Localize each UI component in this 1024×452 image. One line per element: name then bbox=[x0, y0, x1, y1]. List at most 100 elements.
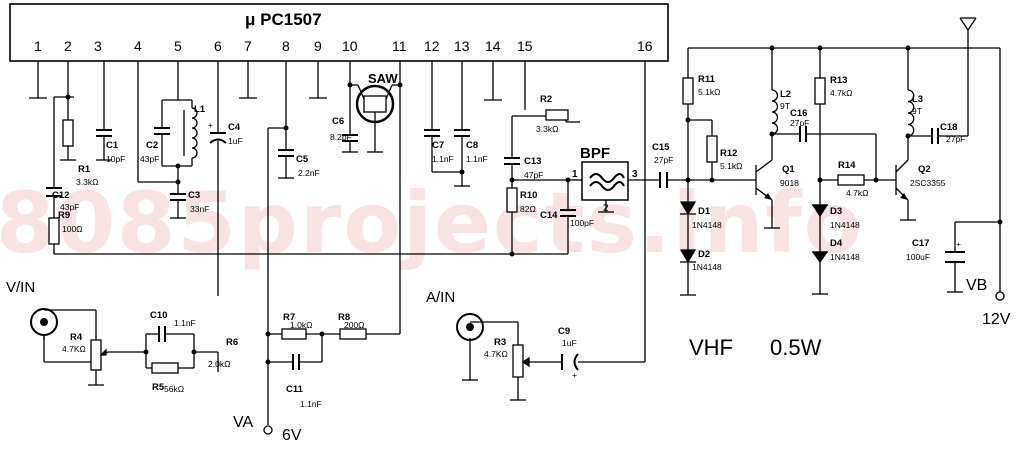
c4-ref-label: C4 bbox=[228, 122, 241, 133]
resistor-r2 bbox=[545, 109, 569, 121]
resistor-r10 bbox=[506, 187, 518, 213]
r3-ref-label: R3 bbox=[494, 337, 506, 348]
diodes bbox=[679, 201, 829, 264]
ic-pin-12: 12 bbox=[424, 38, 440, 54]
r10-value-label: 82Ω bbox=[520, 204, 536, 214]
r3-value-label: 4.7KΩ bbox=[484, 349, 508, 359]
resistor-r5 bbox=[151, 362, 179, 374]
vb-terminal bbox=[995, 291, 1005, 301]
ic-pin-15: 15 bbox=[517, 38, 533, 54]
r9-value-label: 100Ω bbox=[62, 224, 83, 234]
c16-value-label: 27pF bbox=[790, 118, 809, 128]
r5-ref-label: R5 bbox=[152, 382, 165, 393]
c14-value-label: 100pF bbox=[570, 218, 594, 228]
diode-d2 bbox=[679, 249, 697, 264]
c7-ref-label: C7 bbox=[432, 140, 444, 151]
component-labels: R13.3kΩC110pFC243pFL1C333nFC41uF+C52.2nF… bbox=[52, 74, 965, 409]
c11-ref-label: C11 bbox=[286, 384, 304, 395]
c5-value-label: 2.2nF bbox=[298, 168, 320, 178]
c17-polarity-mark: + bbox=[956, 239, 961, 249]
junctions bbox=[65, 45, 1003, 365]
r14-value-label: 4.7kΩ bbox=[846, 188, 868, 198]
ain-connector bbox=[456, 313, 484, 341]
c10-ref-label: C10 bbox=[150, 310, 167, 321]
resistor-r12 bbox=[706, 135, 718, 163]
c12-value-label: 43pF bbox=[60, 202, 79, 212]
r9-ref-label: R9 bbox=[58, 210, 70, 221]
capacitor-plates bbox=[46, 126, 965, 371]
resistor-r3 bbox=[512, 344, 524, 378]
r14-ref-label: R14 bbox=[838, 160, 856, 171]
l2-value-label: 9T bbox=[780, 101, 790, 111]
c8-ref-label: C8 bbox=[466, 140, 478, 151]
c2-value-label: 43pF bbox=[140, 154, 159, 164]
inductor-coils bbox=[183, 89, 915, 159]
ic-pin-4: 4 bbox=[134, 38, 142, 54]
c6-ref-label: C6 bbox=[332, 116, 344, 127]
ic-title: μ PC1507 bbox=[245, 10, 322, 29]
r1-value-label: 3.3kΩ bbox=[76, 177, 98, 187]
va-voltage: 6V bbox=[282, 427, 302, 444]
l3-ref-label: L3 bbox=[912, 94, 923, 105]
r8-ref-label: R8 bbox=[338, 312, 350, 323]
c12-ref-label: C12 bbox=[52, 190, 69, 201]
r13-ref-label: R13 bbox=[830, 75, 847, 86]
d1-ref-label: D1 bbox=[698, 206, 711, 217]
c15-value-label: 27pF bbox=[654, 155, 673, 165]
vb-voltage: 12V bbox=[982, 311, 1011, 328]
c16-ref-label: C16 bbox=[790, 108, 807, 119]
c9-value-label: 1uF bbox=[562, 338, 577, 348]
wiring-ain bbox=[462, 321, 562, 401]
c1-ref-label: C1 bbox=[106, 140, 119, 151]
c13-value-label: 47pF bbox=[524, 170, 543, 180]
ic-pin-11: 11 bbox=[392, 38, 407, 54]
resistor-r4 bbox=[90, 339, 102, 371]
d3-ref-label: D3 bbox=[830, 206, 842, 217]
r6-value-label: 2.0kΩ bbox=[208, 359, 230, 369]
d4-value-label: 1N4148 bbox=[830, 252, 860, 262]
r12-value-label: 5.1kΩ bbox=[720, 161, 742, 171]
r7-value-label: 1.0kΩ bbox=[290, 320, 312, 330]
resistor-r8 bbox=[339, 328, 367, 340]
vin-connector bbox=[30, 308, 58, 336]
l1-ref-label: L1 bbox=[194, 104, 206, 115]
resistor-r9 bbox=[48, 217, 60, 245]
c3-value-label: 33nF bbox=[190, 204, 209, 214]
c4-value-label: 1uF bbox=[228, 136, 243, 146]
resistor-r11 bbox=[682, 77, 694, 105]
q2-value-label: 2SC3355 bbox=[910, 178, 946, 188]
c11-value-label: 1.1nF bbox=[300, 399, 322, 409]
c18-ref-label: C18 bbox=[940, 122, 957, 133]
r5-value-label: 56kΩ bbox=[164, 384, 184, 394]
diode-d1 bbox=[679, 201, 697, 216]
c17-ref-label: C17 bbox=[912, 238, 929, 249]
c10-value-label: 1.1nF bbox=[174, 318, 196, 328]
ic-pin-6: 6 bbox=[214, 38, 222, 54]
ic-pin-2: 2 bbox=[64, 38, 72, 54]
d3-value-label: 1N4148 bbox=[830, 220, 860, 230]
c8-value-label: 1.1nF bbox=[466, 154, 488, 164]
inductor-l1 bbox=[191, 107, 198, 159]
c4-polarity-mark: + bbox=[208, 120, 213, 130]
c6-value-label: 8.2pF bbox=[330, 132, 352, 142]
ic-pin-13: 13 bbox=[454, 38, 470, 54]
bpf-label: BPF bbox=[580, 145, 610, 162]
c3-ref-label: C3 bbox=[188, 190, 200, 201]
r12-ref-label: R12 bbox=[720, 148, 737, 159]
vb-label: VB bbox=[966, 277, 987, 294]
c7-value-label: 1.1nF bbox=[432, 154, 454, 164]
ic-pin-10: 10 bbox=[342, 38, 358, 54]
q1-value-label: 9018 bbox=[780, 178, 799, 188]
c14-ref-label: C14 bbox=[540, 210, 558, 221]
ic-pin-1: 1 bbox=[34, 38, 42, 54]
r1-ref-label: R1 bbox=[78, 164, 91, 175]
wiring-va bbox=[268, 333, 340, 363]
band-label: VHF bbox=[689, 335, 733, 360]
ic-pin-9: 9 bbox=[314, 38, 322, 54]
watermark: 8085projects.info bbox=[0, 174, 864, 272]
r4-ref-label: R4 bbox=[70, 332, 83, 343]
q1-ref-label: Q1 bbox=[782, 164, 795, 175]
power-label: 0.5W bbox=[770, 335, 822, 360]
